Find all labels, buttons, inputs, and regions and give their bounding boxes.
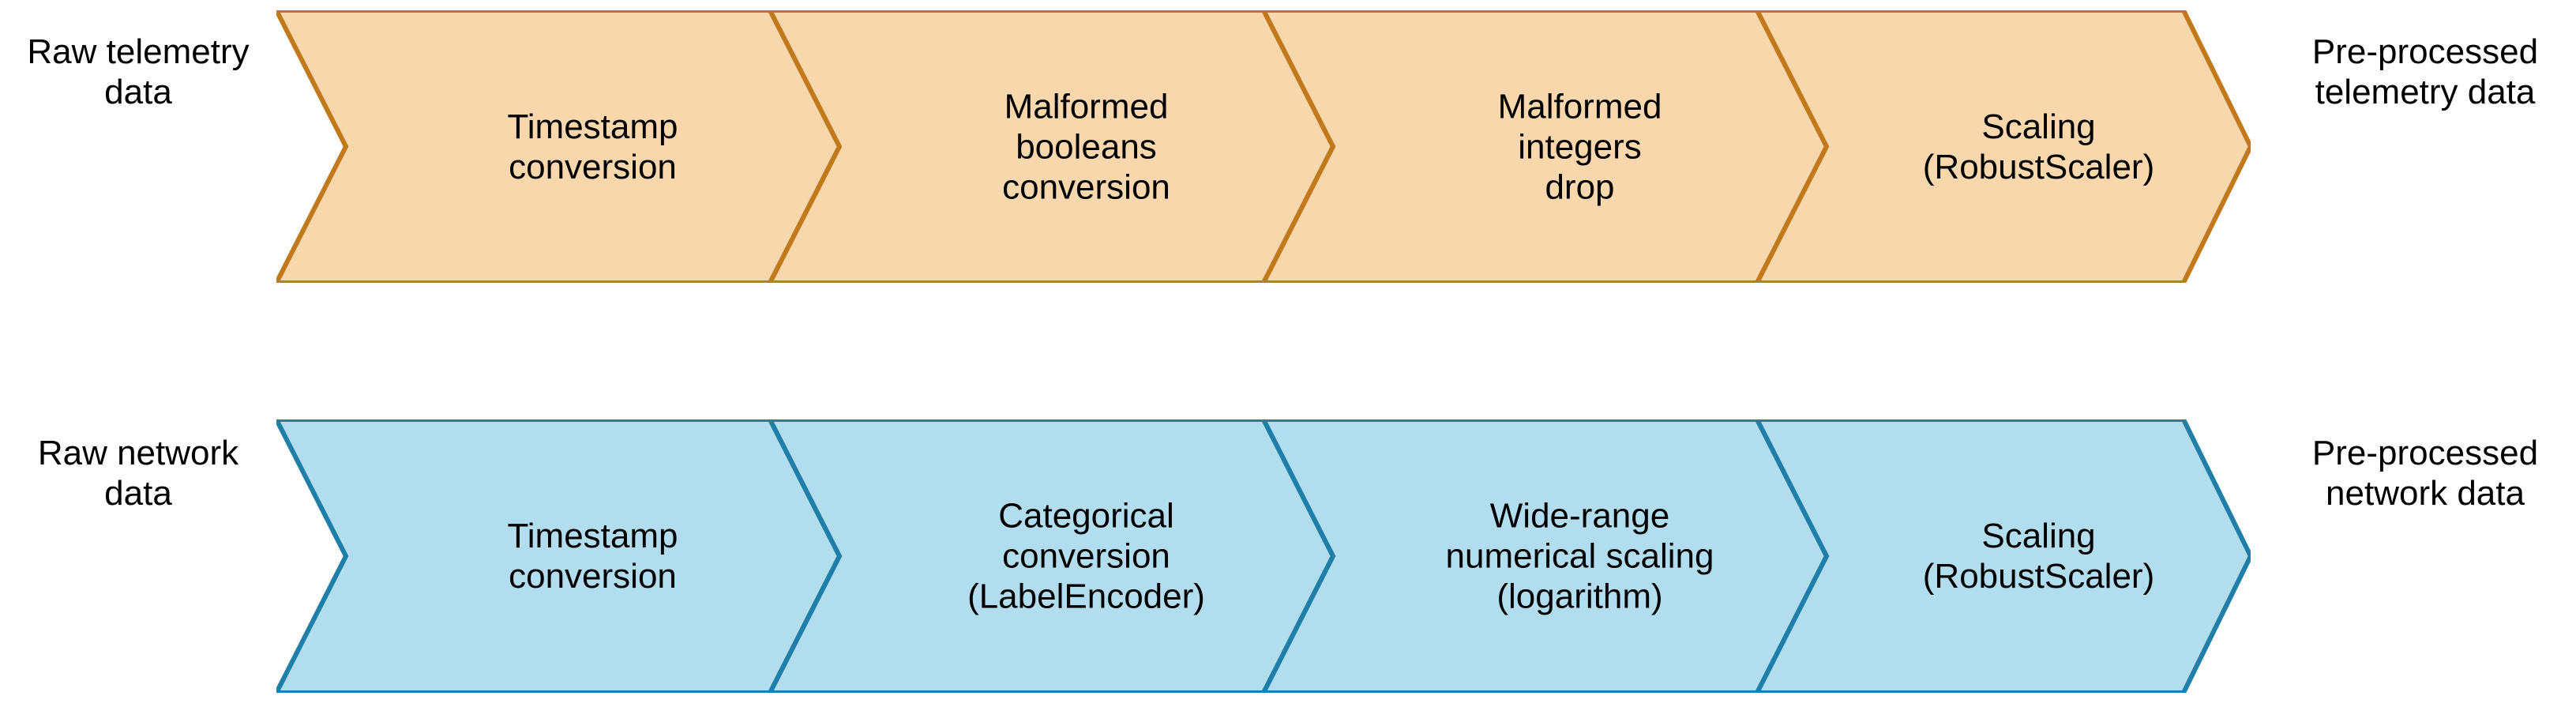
chevron-shapes-telemetry <box>276 10 2251 283</box>
input-label-network: Raw network data <box>37 434 239 513</box>
chevron-band-telemetry: Timestamp conversion Malformed booleans … <box>276 10 2251 283</box>
pipeline-row-telemetry: Raw telemetry data Timestamp conversion … <box>0 0 2576 332</box>
input-label-telemetry: Raw telemetry data <box>27 32 250 112</box>
pipeline-row-network: Raw network data Timestamp conversion Ca… <box>0 371 2576 707</box>
chevron-shapes-network <box>276 419 2251 693</box>
chevron-step-2-telemetry[interactable] <box>767 10 1336 283</box>
chevron-step-1-network[interactable] <box>276 419 843 693</box>
output-label-telemetry: Pre-processed telemetry data <box>2311 32 2539 112</box>
chevron-step-2-network[interactable] <box>767 419 1336 693</box>
chevron-step-4-telemetry[interactable] <box>1754 10 2251 283</box>
chevron-step-4-network[interactable] <box>1754 419 2251 693</box>
chevron-step-3-network[interactable] <box>1260 419 1830 693</box>
chevron-step-1-telemetry[interactable] <box>276 10 843 283</box>
chevron-band-network: Timestamp conversion Categorical convers… <box>276 419 2251 693</box>
output-label-network: Pre-processed network data <box>2311 434 2539 513</box>
chevron-step-3-telemetry[interactable] <box>1260 10 1830 283</box>
